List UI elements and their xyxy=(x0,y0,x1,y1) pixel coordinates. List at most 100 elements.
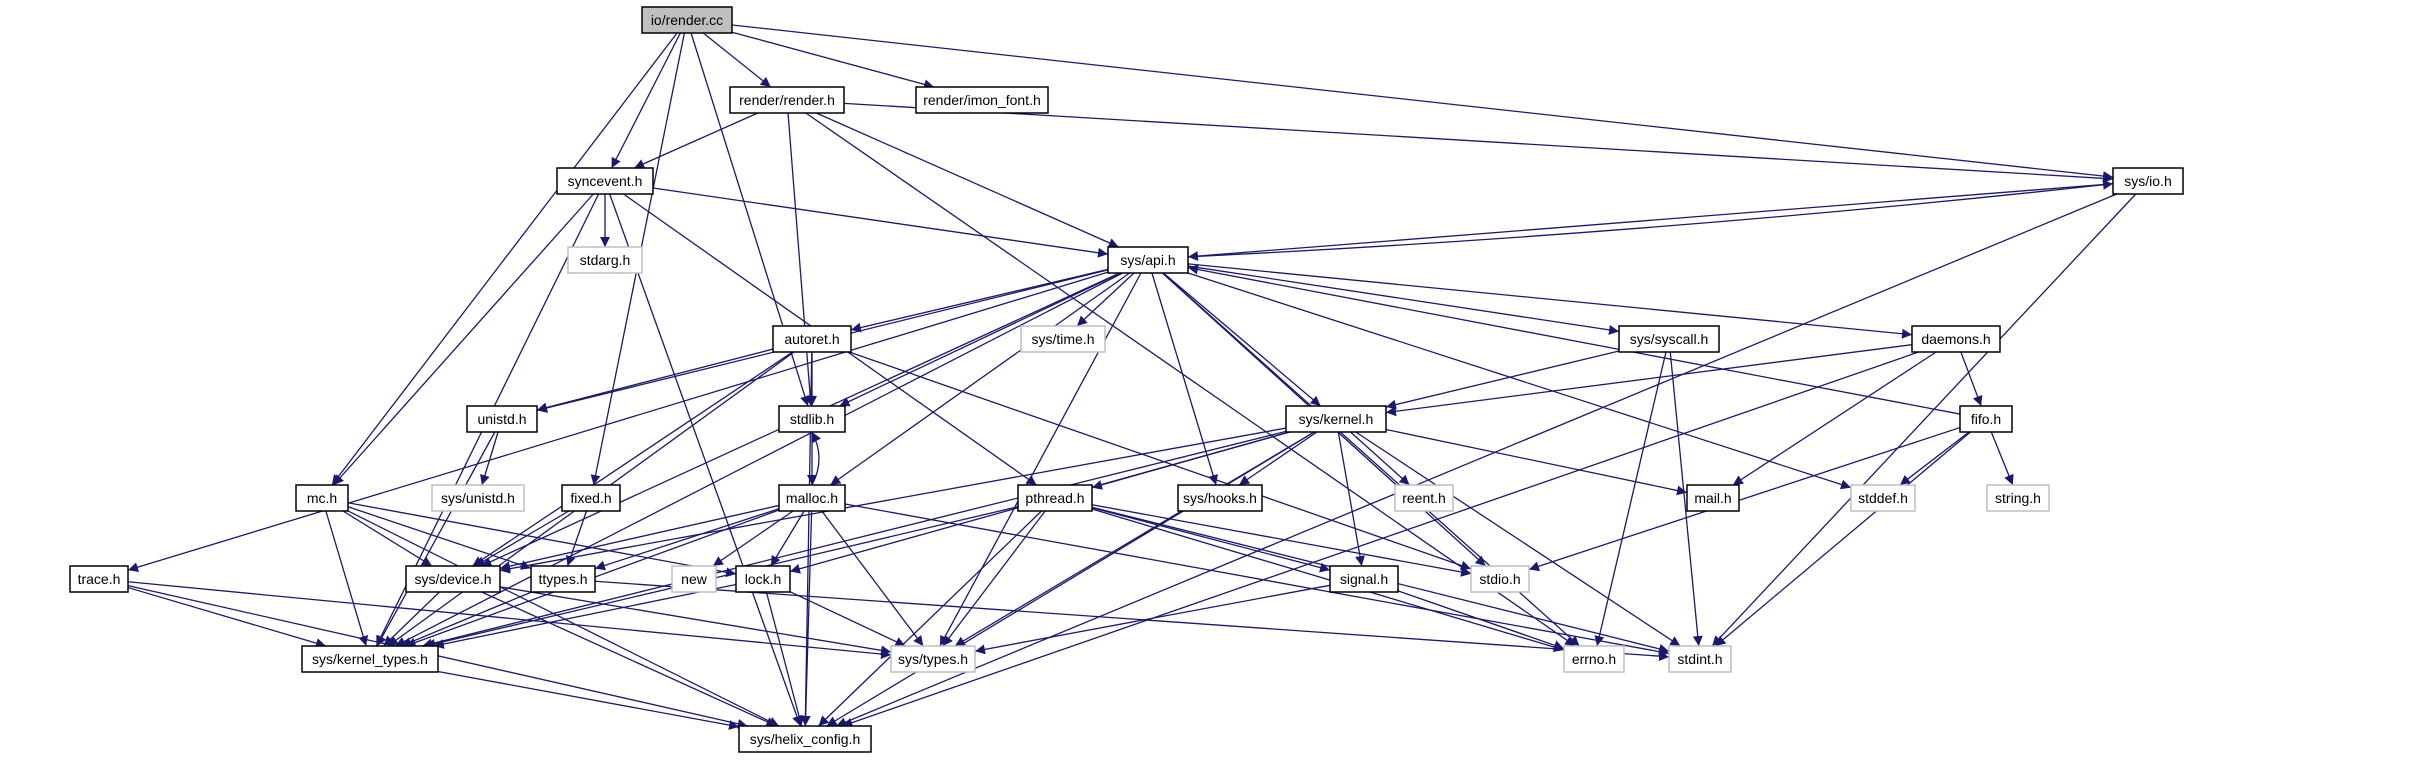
node-box xyxy=(729,86,845,114)
edge-signal_h-to-sys_types_h xyxy=(974,584,1331,655)
edge-malloc_h-to-ttypes_h xyxy=(594,508,780,571)
node-box xyxy=(915,86,1049,114)
edge-signal_h-to-errno_h xyxy=(1397,590,1565,651)
edge-fifo_h-to-stddef_h xyxy=(1899,431,1970,486)
edge-lock_h-to-sys_kernel_types_h xyxy=(433,583,737,649)
node-sys-kernel-types-h[interactable]: sys/kernel_types.h xyxy=(301,645,439,673)
node-box xyxy=(1911,325,2001,353)
node-malloc-h[interactable]: malloc.h xyxy=(778,484,846,512)
node-stddef-h: stddef.h xyxy=(1850,484,1916,512)
node-trace-h[interactable]: trace.h xyxy=(69,565,129,593)
node-stdint-h: stdint.h xyxy=(1668,645,1732,673)
node-pthread-h[interactable]: pthread.h xyxy=(1017,484,1093,512)
edge-fifo_h-to-sys_api_h xyxy=(1187,264,1961,415)
node-label: trace.h xyxy=(78,571,121,587)
edge-sys_kernel_h-to-sys_hooks_h xyxy=(1238,431,1318,486)
node-io-render-cc[interactable]: io/render.cc xyxy=(641,6,733,34)
node-sys-api-h[interactable]: sys/api.h xyxy=(1107,246,1189,274)
edge-pthread_h-to-stdio_h xyxy=(1091,504,1472,577)
node-label: stddef.h xyxy=(1858,490,1908,506)
node-box xyxy=(1668,645,1732,673)
edge-render_render_h-to-errno_h xyxy=(805,112,1576,647)
node-box xyxy=(431,484,525,512)
node-box xyxy=(772,325,852,353)
node-box xyxy=(2112,167,2184,195)
node-sys-device-h[interactable]: sys/device.h xyxy=(405,565,501,593)
edge-daemons_h-to-fifo_h xyxy=(1960,351,1983,407)
node-errno-h: errno.h xyxy=(1563,645,1625,673)
node-box xyxy=(69,565,129,593)
node-label: sys/kernel.h xyxy=(1299,411,1374,427)
node-lock-h[interactable]: lock.h xyxy=(735,565,791,593)
node-signal-h[interactable]: signal.h xyxy=(1329,565,1399,593)
node-label: stdint.h xyxy=(1677,651,1722,667)
node-layer: io/render.cc render/render.h render/imon_f… xyxy=(69,6,2184,753)
edge-lock_h-to-sys_helix_config_h xyxy=(765,591,804,727)
edge-io_render_cc-to-sys_io_h xyxy=(731,24,2114,182)
node-fixed-h[interactable]: fixed.h xyxy=(561,484,621,512)
node-label: render/imon_font.h xyxy=(923,92,1041,108)
edge-sys_device_h-to-sys_types_h xyxy=(499,586,892,656)
node-fifo-h[interactable]: fifo.h xyxy=(1959,405,2013,433)
node-sys-io-h[interactable]: sys/io.h xyxy=(2112,167,2184,195)
node-autoret-h[interactable]: autoret.h xyxy=(772,325,852,353)
node-label: signal.h xyxy=(1340,571,1388,587)
node-label: sys/unistd.h xyxy=(441,490,515,506)
node-sys-kernel-h[interactable]: sys/kernel.h xyxy=(1285,405,1387,433)
node-label: lock.h xyxy=(745,571,782,587)
node-stdio-h: stdio.h xyxy=(1470,565,1530,593)
node-daemons-h[interactable]: daemons.h xyxy=(1911,325,2001,353)
node-box xyxy=(1329,565,1399,593)
node-mail-h[interactable]: mail.h xyxy=(1686,484,1740,512)
edge-sys_api_h-to-sys_types_h xyxy=(939,272,1142,647)
node-label: fifo.h xyxy=(1971,411,2001,427)
edge-malloc_h-to-stdlib_h xyxy=(811,431,822,486)
edge-malloc_h-to-stdint_h xyxy=(844,503,1670,657)
edge-ttypes_h-to-stdint_h xyxy=(594,580,1670,662)
node-box xyxy=(1017,484,1093,512)
node-unistd-h[interactable]: unistd.h xyxy=(466,405,538,433)
node-box xyxy=(738,725,872,753)
node-sys-time-h: sys/time.h xyxy=(1020,325,1106,353)
node-label: sys/device.h xyxy=(414,571,491,587)
node-box xyxy=(1177,484,1263,512)
node-render-imon-font-h[interactable]: render/imon_font.h xyxy=(915,86,1049,114)
node-label: malloc.h xyxy=(786,490,838,506)
node-box xyxy=(1850,484,1916,512)
edge-trace_h-to-sys_kernel_types_h xyxy=(127,586,327,648)
node-label: io/render.cc xyxy=(651,12,723,28)
node-render-render-h[interactable]: render/render.h xyxy=(729,86,845,114)
node-reent-h: reent.h xyxy=(1394,484,1454,512)
edge-daemons_h-to-mail_h xyxy=(1732,351,1937,486)
edge-sys_device_h-to-sys_helix_config_h xyxy=(481,591,777,727)
node-sys-syscall-h[interactable]: sys/syscall.h xyxy=(1618,325,1720,353)
edge-fixed_h-to-sys_device_h xyxy=(474,510,570,567)
node-sys-types-h: sys/types.h xyxy=(890,645,976,673)
edge-sys_device_h-to-sys_kernel_types_h xyxy=(383,591,440,647)
edge-pthread_h-to-sys_helix_config_h xyxy=(818,510,1042,727)
node-syncevent-h[interactable]: syncevent.h xyxy=(556,167,654,195)
node-label: sys/types.h xyxy=(898,651,968,667)
edge-render_render_h-to-stdlib_h xyxy=(787,112,816,407)
edge-pthread_h-to-errno_h xyxy=(1091,508,1565,652)
node-ttypes-h[interactable]: ttypes.h xyxy=(530,565,596,593)
node-box xyxy=(778,484,846,512)
edge-sys_api_h-to-sys_kernel_types_h xyxy=(395,272,1123,647)
edge-trace_h-to-sys_types_h xyxy=(127,581,892,659)
node-box xyxy=(466,405,538,433)
edge-daemons_h-to-sys_helix_config_h xyxy=(842,351,1919,728)
edge-sys_io_h-to-stdint_h xyxy=(1711,193,2137,647)
edge-sys_api_h-to-stddef_h xyxy=(1187,272,1852,490)
node-label: stdarg.h xyxy=(580,252,631,268)
node-label: autoret.h xyxy=(784,331,839,347)
node-mc-h[interactable]: mc.h xyxy=(295,484,349,512)
edge-pthread_h-to-signal_h xyxy=(1091,507,1331,573)
edge-ttypes_h-to-sys_kernel_types_h xyxy=(401,591,532,647)
edge-sys_io_h-to-sys_helix_config_h xyxy=(836,193,2117,727)
node-sys-hooks-h[interactable]: sys/hooks.h xyxy=(1177,484,1263,512)
node-box xyxy=(1563,645,1625,673)
edge-io_render_cc-to-syncevent_h xyxy=(611,32,681,169)
node-stdlib-h[interactable]: stdlib.h xyxy=(778,405,846,433)
node-sys-helix-config-h[interactable]: sys/helix_config.h xyxy=(738,725,872,753)
node-box xyxy=(295,484,349,512)
